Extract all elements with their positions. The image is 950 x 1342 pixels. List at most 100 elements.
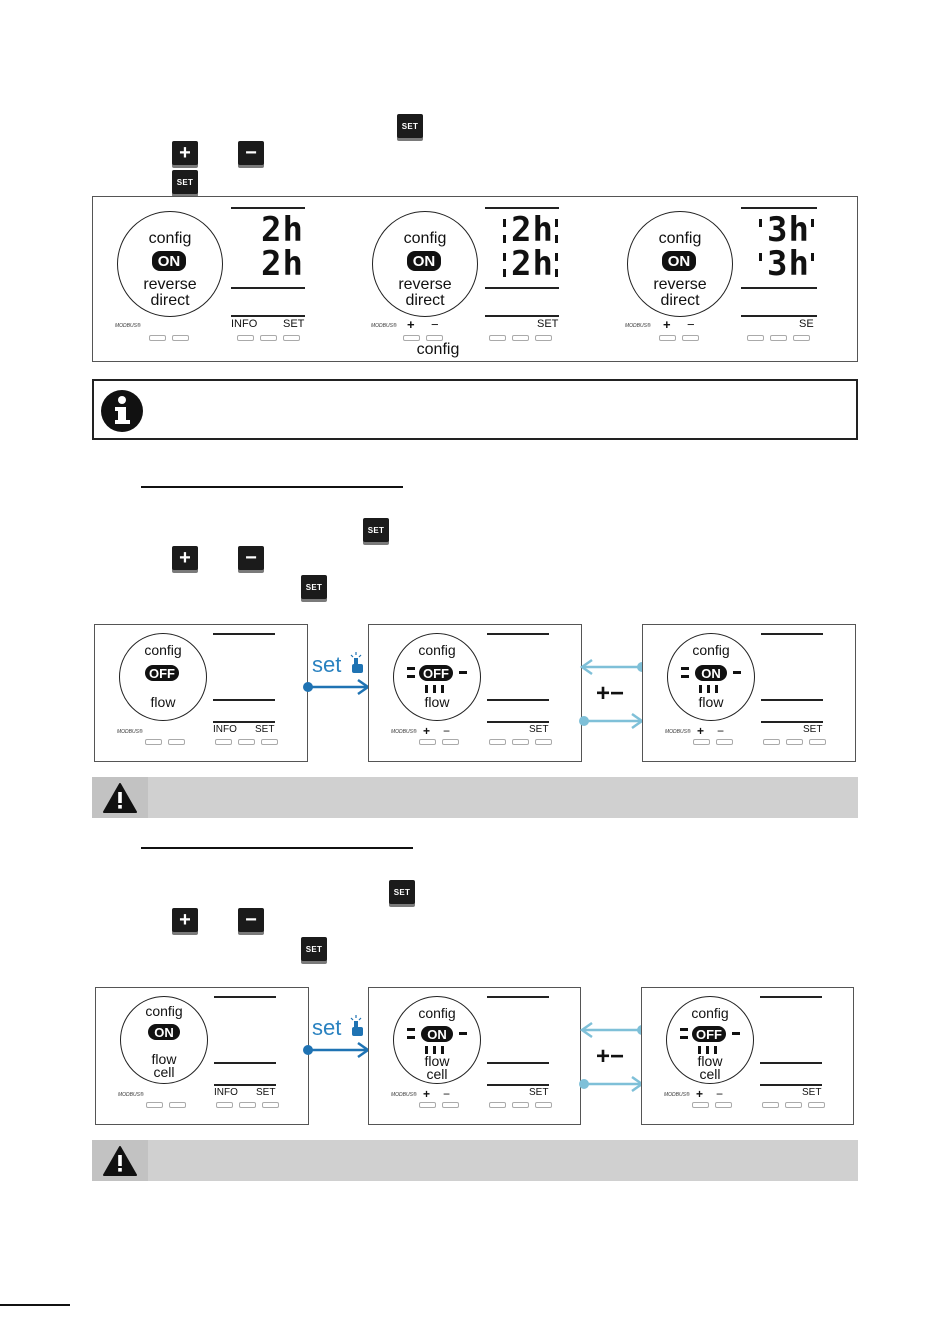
button-row — [489, 1102, 552, 1108]
lcd-line — [231, 287, 305, 289]
state-pill: OFF — [692, 1026, 726, 1042]
blink-mark — [503, 253, 506, 261]
hand-pointer-icon — [350, 1015, 363, 1036]
direct-label: direct — [405, 292, 445, 309]
state-pill: ON — [662, 251, 696, 271]
blink-mark — [407, 667, 415, 670]
lcd-line — [761, 721, 823, 723]
blink-mark — [459, 671, 467, 674]
cell-label: cell — [699, 1066, 721, 1082]
segment-value-bottom: 2h — [511, 244, 554, 284]
button-row — [403, 335, 443, 341]
flow-label: flow — [424, 694, 450, 710]
config-label: config — [658, 230, 702, 247]
plus-label: + — [407, 317, 415, 332]
lcd-line — [214, 1084, 276, 1086]
info-label: INFO — [231, 318, 258, 330]
button-row — [489, 335, 552, 341]
modbus-label: MODBUS® — [625, 323, 651, 329]
state-pill: ON — [152, 251, 186, 271]
lcd-dial — [393, 633, 481, 721]
info-label: INFO — [214, 1087, 238, 1098]
config-caption: config — [416, 341, 460, 358]
set-label: SET — [537, 318, 559, 330]
info-icon — [101, 390, 143, 432]
lcd-line — [231, 315, 305, 317]
plus-label: + — [423, 1087, 431, 1101]
minus-label: − — [443, 724, 451, 738]
set-gesture-label: set — [312, 1015, 342, 1040]
footer-rule — [0, 1304, 70, 1306]
modbus-label: MODBUS® — [118, 1092, 144, 1098]
blink-mark — [407, 1028, 415, 1031]
button-row — [145, 739, 185, 745]
lcd-line — [761, 699, 823, 701]
segment-value-bottom: 3h — [767, 244, 810, 284]
flow-display-c: config ON flow MODBUS® + − SET — [642, 624, 856, 762]
button-row — [216, 1102, 279, 1108]
modbus-label: MODBUS® — [371, 323, 397, 329]
modbus-label: MODBUS® — [115, 323, 141, 329]
modbus-label: MODBUS® — [391, 729, 417, 735]
hand-pointer-icon — [350, 652, 363, 673]
lcd-line — [760, 996, 822, 998]
blink-mark — [699, 685, 702, 693]
blink-mark — [503, 219, 506, 227]
config-label: config — [403, 230, 447, 247]
set-label: SE — [799, 318, 814, 330]
button-row — [419, 739, 459, 745]
button-row — [762, 1102, 825, 1108]
modbus-label: MODBUS® — [391, 1092, 417, 1098]
set-key-icon: SET — [389, 880, 415, 904]
minus-key-icon: − — [238, 141, 264, 165]
config-label: config — [692, 642, 730, 658]
state-pill: OFF — [419, 665, 453, 681]
blink-mark — [425, 1046, 428, 1054]
modbus-label: MODBUS® — [664, 1092, 690, 1098]
lcd-dial — [117, 211, 223, 317]
lcd-line — [213, 721, 275, 723]
set-key-icon: SET — [301, 575, 327, 599]
cell-label: cell — [153, 1064, 175, 1080]
reverse-label: reverse — [653, 276, 707, 293]
flow-label: flow — [697, 1053, 723, 1069]
lcd-line — [231, 207, 305, 209]
set-label: SET — [255, 724, 275, 735]
info-label: INFO — [213, 724, 237, 735]
state-pill: ON — [148, 1024, 180, 1040]
lcd-line — [485, 287, 559, 289]
blink-mark — [433, 1046, 436, 1054]
button-row — [149, 335, 189, 341]
segment-value-top: 3h — [767, 210, 810, 250]
set-key-icon: SET — [172, 170, 198, 194]
blink-mark — [698, 1046, 701, 1054]
lcd-dial — [393, 996, 481, 1084]
set-key-icon: SET — [397, 114, 423, 138]
button-row — [693, 739, 733, 745]
blink-mark — [680, 1028, 688, 1031]
warning-icon-box — [92, 1140, 148, 1181]
set-label: SET — [529, 1087, 549, 1098]
info-box — [92, 379, 858, 440]
direct-label: direct — [660, 292, 700, 309]
lcd-dial — [372, 211, 478, 317]
lcd-line — [487, 1062, 549, 1064]
lcd-dial — [667, 633, 755, 721]
blink-mark — [732, 1032, 740, 1035]
segment-value-top: 2h — [261, 210, 304, 250]
plus-minus-label: +− — [596, 1043, 625, 1070]
blink-mark — [459, 1032, 467, 1035]
config-reverse-direct-panel: config ON reverse direct 2h 2h MODBUS® I… — [92, 196, 858, 362]
blink-mark — [555, 253, 558, 261]
warning-icon-box — [92, 777, 148, 818]
button-row — [146, 1102, 186, 1108]
set-gesture-label: set — [312, 652, 342, 677]
segment-value-bottom: 2h — [261, 244, 304, 284]
button-row — [692, 1102, 732, 1108]
section-heading-underline — [141, 486, 403, 488]
direct-label: direct — [150, 292, 190, 309]
reverse-label: reverse — [398, 276, 452, 293]
flow-label: flow — [424, 1053, 450, 1069]
state-pill: OFF — [145, 665, 179, 681]
lcd-line — [741, 207, 817, 209]
